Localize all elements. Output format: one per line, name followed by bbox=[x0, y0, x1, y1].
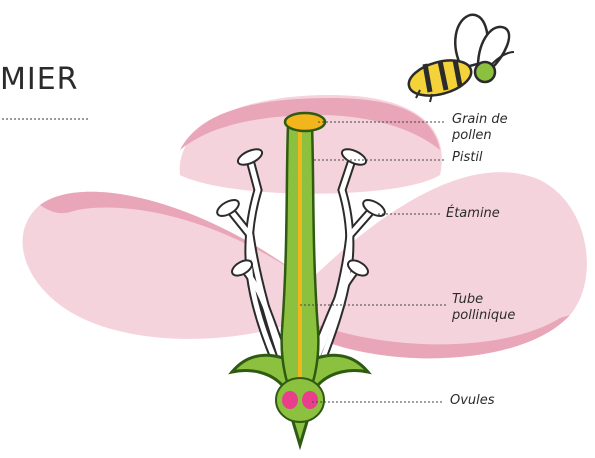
label-tube-line-1: Tube bbox=[452, 292, 515, 308]
label-tube-line-2: pollinique bbox=[452, 308, 515, 324]
label-ovules: Ovules bbox=[450, 393, 495, 409]
label-grain-line-1: Grain de bbox=[452, 112, 508, 128]
label-pistil: Pistil bbox=[452, 150, 483, 166]
label-grain-de-pollen: Grain de pollen bbox=[452, 112, 508, 144]
page-title: MIER bbox=[0, 62, 79, 97]
bee-icon bbox=[405, 15, 514, 102]
label-grain-line-2: pollen bbox=[452, 128, 508, 144]
title-divider bbox=[2, 118, 88, 120]
label-etamine: Étamine bbox=[446, 206, 500, 222]
label-tube-pollinique: Tube pollinique bbox=[452, 292, 515, 324]
